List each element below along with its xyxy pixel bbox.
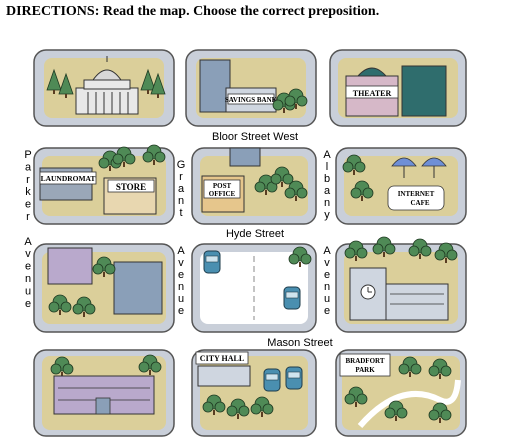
street-hyde: Hyde Street	[226, 228, 284, 240]
block-laundromat-store: LAUNDROMAT STORE	[33, 144, 175, 225]
block-clock-building	[335, 236, 467, 333]
savings-bank-sign	[227, 93, 275, 105]
city-hall-label: CITY HALL	[200, 354, 244, 363]
umbrella-icon	[391, 157, 417, 178]
block-bradford-park: BRADFORT PARK	[335, 349, 467, 437]
internet-cafe-label-2: CAFE	[410, 199, 429, 207]
umbrella-icon	[421, 157, 447, 178]
theater-sign	[345, 85, 399, 99]
clock-icon	[360, 284, 376, 300]
block-pool-building	[33, 349, 175, 437]
directions-heading: DIRECTIONS: Read the map. Choose the cor…	[6, 4, 380, 19]
city-hall-sign	[195, 351, 249, 365]
post-office-label-1: POST	[213, 182, 232, 190]
post-office-sign	[203, 179, 241, 199]
internet-cafe-sign	[387, 185, 445, 211]
car-icon	[285, 366, 303, 390]
theater-label: THEATER	[353, 89, 392, 98]
street-mason: Mason Street	[267, 337, 332, 349]
bradford-park-label-1: BRADFORT	[345, 357, 384, 365]
block-capitol	[33, 49, 175, 127]
laundromat-sign	[39, 171, 97, 185]
laundromat-label: LAUNDROMAT	[41, 174, 96, 183]
car-icon	[283, 286, 301, 310]
tree-icon	[408, 238, 432, 260]
block-parking	[191, 243, 317, 333]
savings-bank-label: SAVINGS BANK	[225, 96, 278, 104]
car-icon	[263, 368, 281, 392]
block-city-hall: CITY HALL	[191, 349, 317, 437]
car-icon	[203, 250, 221, 274]
internet-cafe-label-1: INTERNET	[398, 190, 435, 198]
store-sign	[107, 179, 155, 193]
block-theater: THEATER	[329, 49, 467, 127]
block-internet-cafe: INTERNET CAFE	[335, 147, 467, 225]
bradford-park-label-2: PARK	[355, 366, 375, 374]
block-offices	[33, 243, 175, 333]
tree-icon	[372, 236, 396, 258]
store-label: STORE	[116, 182, 146, 192]
street-bloor: Bloor Street West	[212, 131, 298, 143]
post-office-label-2: OFFICE	[209, 190, 236, 198]
block-savings-bank: SAVINGS BANK	[185, 49, 317, 127]
block-post-office: POST OFFICE	[191, 147, 317, 225]
bradford-park-sign	[339, 353, 391, 377]
